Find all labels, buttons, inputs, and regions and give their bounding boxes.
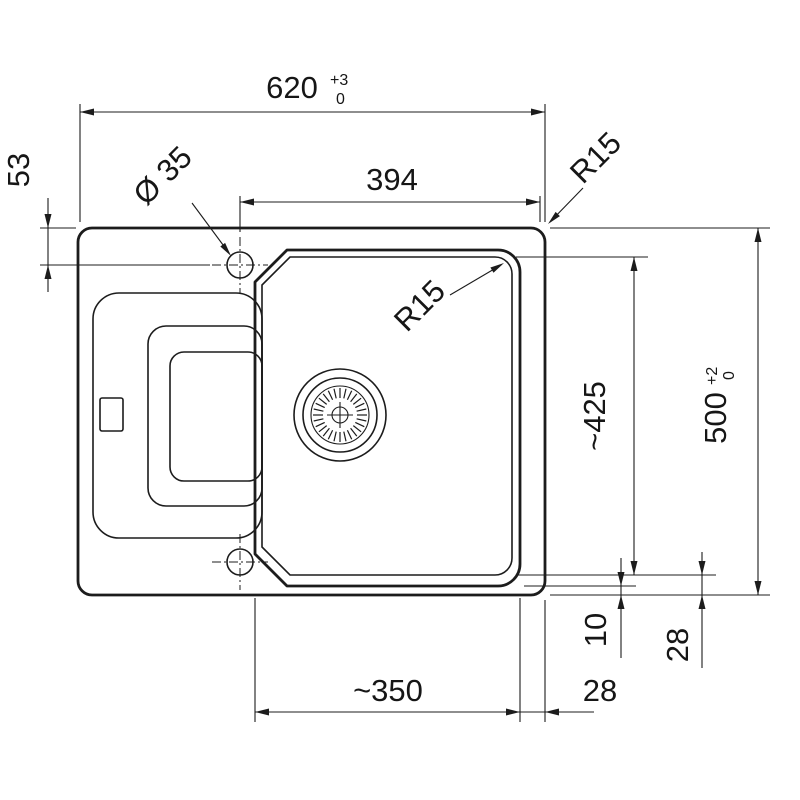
drain-ring-circle xyxy=(310,385,370,445)
dim-label-r15-outer: R15 xyxy=(563,125,628,190)
arrowhead xyxy=(506,708,520,716)
dimension-bowl-width: ~350 xyxy=(254,598,521,722)
drain-tooth xyxy=(315,421,325,428)
arrowhead xyxy=(754,581,762,595)
drainboard-inner-contour xyxy=(169,351,263,482)
arrowhead xyxy=(44,214,52,228)
arrowhead xyxy=(617,595,625,609)
drain-tooth xyxy=(352,425,362,433)
dim-tolerance-lower: 0 xyxy=(721,371,738,380)
arrowhead xyxy=(630,257,638,271)
bowl-outer-rim xyxy=(253,248,522,588)
dim-label-500-group: 500 +2 0 xyxy=(698,367,738,444)
arrowhead xyxy=(698,595,706,609)
drain-tooth xyxy=(333,388,337,399)
arrowhead xyxy=(255,708,269,716)
dimension-bowl-to-edge-bottom: 28 xyxy=(660,552,706,668)
dimension-bowl-to-edge-right: 28 xyxy=(520,600,617,722)
arrowhead xyxy=(490,263,504,273)
drain-tooth xyxy=(352,397,362,405)
drain-strainer xyxy=(293,368,387,462)
drainboard-outer-contour xyxy=(92,292,263,539)
bowl xyxy=(253,248,522,588)
arrowhead xyxy=(545,708,559,716)
arrowhead xyxy=(531,108,545,116)
dimension-tap-hole-offset: 53 xyxy=(1,153,210,292)
dim-label-28-horizontal: 28 xyxy=(583,673,617,708)
arrowhead xyxy=(44,265,52,279)
drain-tooth xyxy=(355,402,365,409)
arrowhead xyxy=(80,108,94,116)
sink-outer-edge xyxy=(76,226,547,597)
drain-tooth xyxy=(343,388,347,399)
drain-tooth xyxy=(322,427,330,437)
dimension-bowl-corner-radius: R15 xyxy=(387,263,504,338)
drain-tooth xyxy=(333,431,337,442)
sink-outline xyxy=(76,226,547,597)
drain-tooth xyxy=(346,390,353,400)
dim-label-dia35: Ø 35 xyxy=(126,139,198,211)
dim-label-500: 500 xyxy=(698,392,733,444)
dimension-top-inner-width: 394 xyxy=(239,162,541,232)
arrowhead xyxy=(754,228,762,242)
dim-label-425: ~425 xyxy=(577,381,612,451)
drain-middle-circle xyxy=(302,377,378,453)
drain-tooth xyxy=(327,430,334,440)
drain-tooth xyxy=(322,393,330,403)
arrowhead xyxy=(698,561,706,575)
drain-tooth xyxy=(318,397,328,405)
bowl-inner-rim xyxy=(261,256,513,576)
arrowhead xyxy=(548,211,560,224)
drain-tooth xyxy=(346,430,353,440)
dim-tolerance-lower: 0 xyxy=(336,91,345,108)
arrowhead xyxy=(630,561,638,575)
dimension-tap-hole-diameter: Ø 35 xyxy=(126,139,231,256)
drain-tooth xyxy=(318,425,328,433)
dim-label-r15-bowl: R15 xyxy=(387,273,452,338)
arrowhead xyxy=(220,242,231,256)
drain-tooth xyxy=(313,418,324,422)
dim-tolerance-upper: +2 xyxy=(704,367,721,385)
dim-label-394: 394 xyxy=(366,162,418,197)
drain-tooth xyxy=(356,418,367,422)
dim-label-28-vertical: 28 xyxy=(660,628,695,662)
dimension-overall-width: 620 +3 0 xyxy=(79,70,546,222)
drainboard xyxy=(92,292,263,539)
arrowhead xyxy=(526,198,540,206)
drain-tooth xyxy=(343,431,347,442)
dim-label-10: 10 xyxy=(578,613,613,647)
dim-label-620: 620 xyxy=(266,70,318,105)
drain-teeth xyxy=(313,388,367,442)
drain-tooth xyxy=(350,427,358,437)
overflow-slot xyxy=(99,397,124,432)
dimension-bowl-length: ~425 xyxy=(516,256,716,576)
drain-tooth xyxy=(327,390,334,400)
tap-hole-bottom xyxy=(212,534,268,590)
tap-hole-top xyxy=(212,237,268,293)
drain-tooth xyxy=(350,393,358,403)
drain-tooth xyxy=(313,408,324,412)
arrowhead xyxy=(240,198,254,206)
dimension-rim-to-edge: 10 xyxy=(524,558,636,658)
dimension-overall-depth: 500 +2 0 xyxy=(550,227,770,596)
drain-tooth xyxy=(355,421,365,428)
drain-tooth xyxy=(315,402,325,409)
arrowhead xyxy=(617,572,625,586)
dim-tolerance-upper: +3 xyxy=(330,72,348,89)
drainboard-middle-contour xyxy=(147,325,263,507)
dim-label-350: ~350 xyxy=(353,673,423,708)
dimension-outer-corner-radius: R15 xyxy=(548,125,628,224)
dim-label-53: 53 xyxy=(1,153,36,187)
drain-outer-circle xyxy=(293,368,387,462)
drain-tooth xyxy=(356,408,367,412)
